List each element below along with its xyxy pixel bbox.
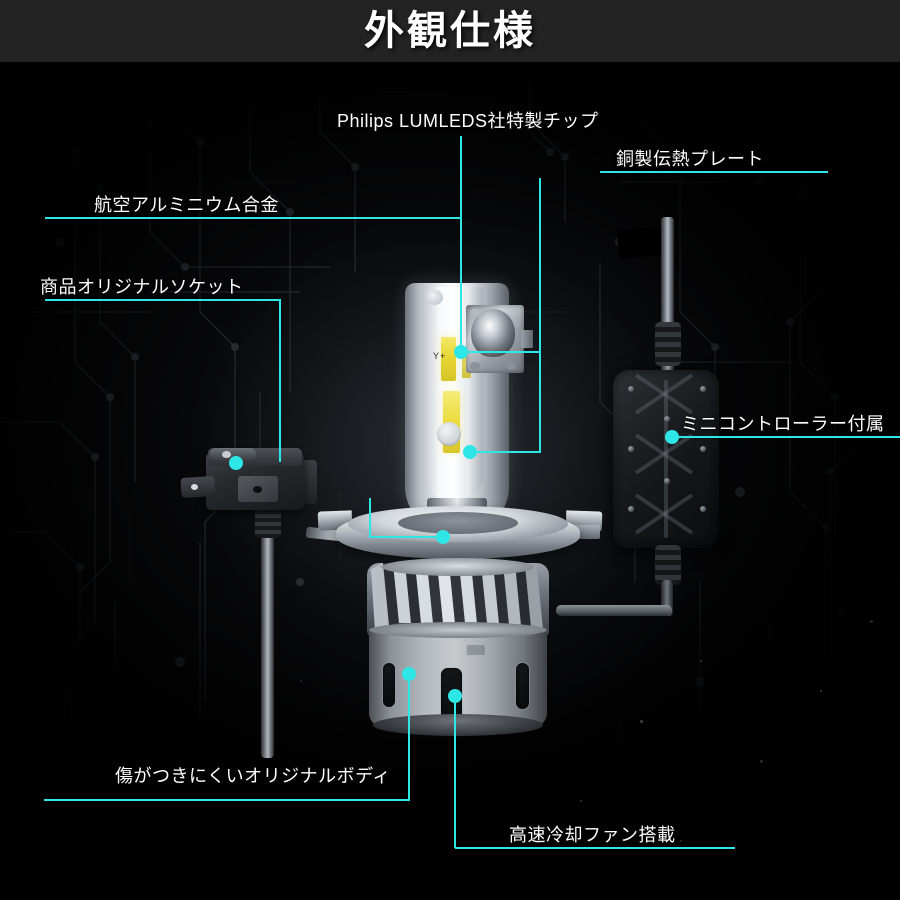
dust-particle [870, 620, 873, 623]
dust-particle [580, 800, 582, 802]
controller-cable-to-bulb [556, 605, 672, 616]
page-title: 外観仕様 [364, 8, 536, 53]
socket-tab-pin [191, 484, 198, 490]
callout-label-aviation-aluminum: 航空アルミニウム合金 [94, 195, 279, 215]
reflector-screw [506, 362, 516, 370]
dust-particle [680, 840, 682, 842]
socket-pin-hole [253, 486, 262, 493]
h4-base-flange-inner [398, 512, 518, 534]
socket-lip-pin [222, 451, 231, 458]
controller-inner-panel [623, 380, 709, 538]
controller-strain-relief-bottom [655, 545, 681, 585]
reflector-side-tab [521, 330, 533, 348]
callout-label-cooling-fan: 高速冷却ファン搭載 [509, 825, 676, 845]
housing-top-pad [426, 290, 443, 305]
fin-top-ring [382, 558, 534, 576]
socket-side-tab-left [180, 475, 216, 499]
dust-particle [640, 720, 643, 723]
controller-screw [664, 478, 670, 484]
reflector-screw [470, 362, 480, 370]
controller-screw [628, 386, 634, 392]
controller-screw [700, 386, 706, 392]
dust-particle [700, 660, 702, 662]
callout-label-philips-chip: Philips LUMLEDS社特製チップ [337, 111, 599, 131]
callout-label-scratch-resistant-body: 傷がつきにくいオリジナルボディ [115, 766, 391, 786]
controller-screw [628, 446, 634, 452]
fan-vent [383, 663, 395, 707]
controller-screw [700, 446, 706, 452]
controller-strain-relief-top [655, 322, 681, 366]
cylinder-notch [466, 644, 486, 656]
callout-label-copper-plate: 銅製伝熱プレート [616, 149, 764, 169]
dust-particle [820, 690, 822, 692]
fan-vent [516, 663, 529, 709]
dust-particle [300, 680, 302, 682]
fin-blades [371, 563, 543, 631]
socket-upper-lip [210, 448, 256, 460]
housing-round-boss [437, 422, 461, 446]
dust-particle [760, 760, 763, 763]
led-chip [441, 337, 456, 381]
callout-label-original-socket: 商品オリジナルソケット [40, 277, 244, 297]
controller-screw [664, 416, 670, 422]
polarity-marking: Y+ [433, 351, 447, 361]
socket-cable [261, 536, 274, 758]
cylinder-top-rim [369, 622, 547, 638]
callout-label-mini-controller: ミニコントローラー付属 [681, 414, 885, 434]
controller-center-rib [664, 380, 668, 538]
reflector-screw [470, 308, 481, 317]
title-bar: 外観仕様 [0, 0, 900, 62]
cable-terminal-tip [617, 227, 667, 259]
socket-strain-relief [255, 506, 281, 538]
cylinder-bottom-rim [373, 714, 543, 736]
controller-screw [628, 506, 634, 512]
controller-screw [700, 506, 706, 512]
